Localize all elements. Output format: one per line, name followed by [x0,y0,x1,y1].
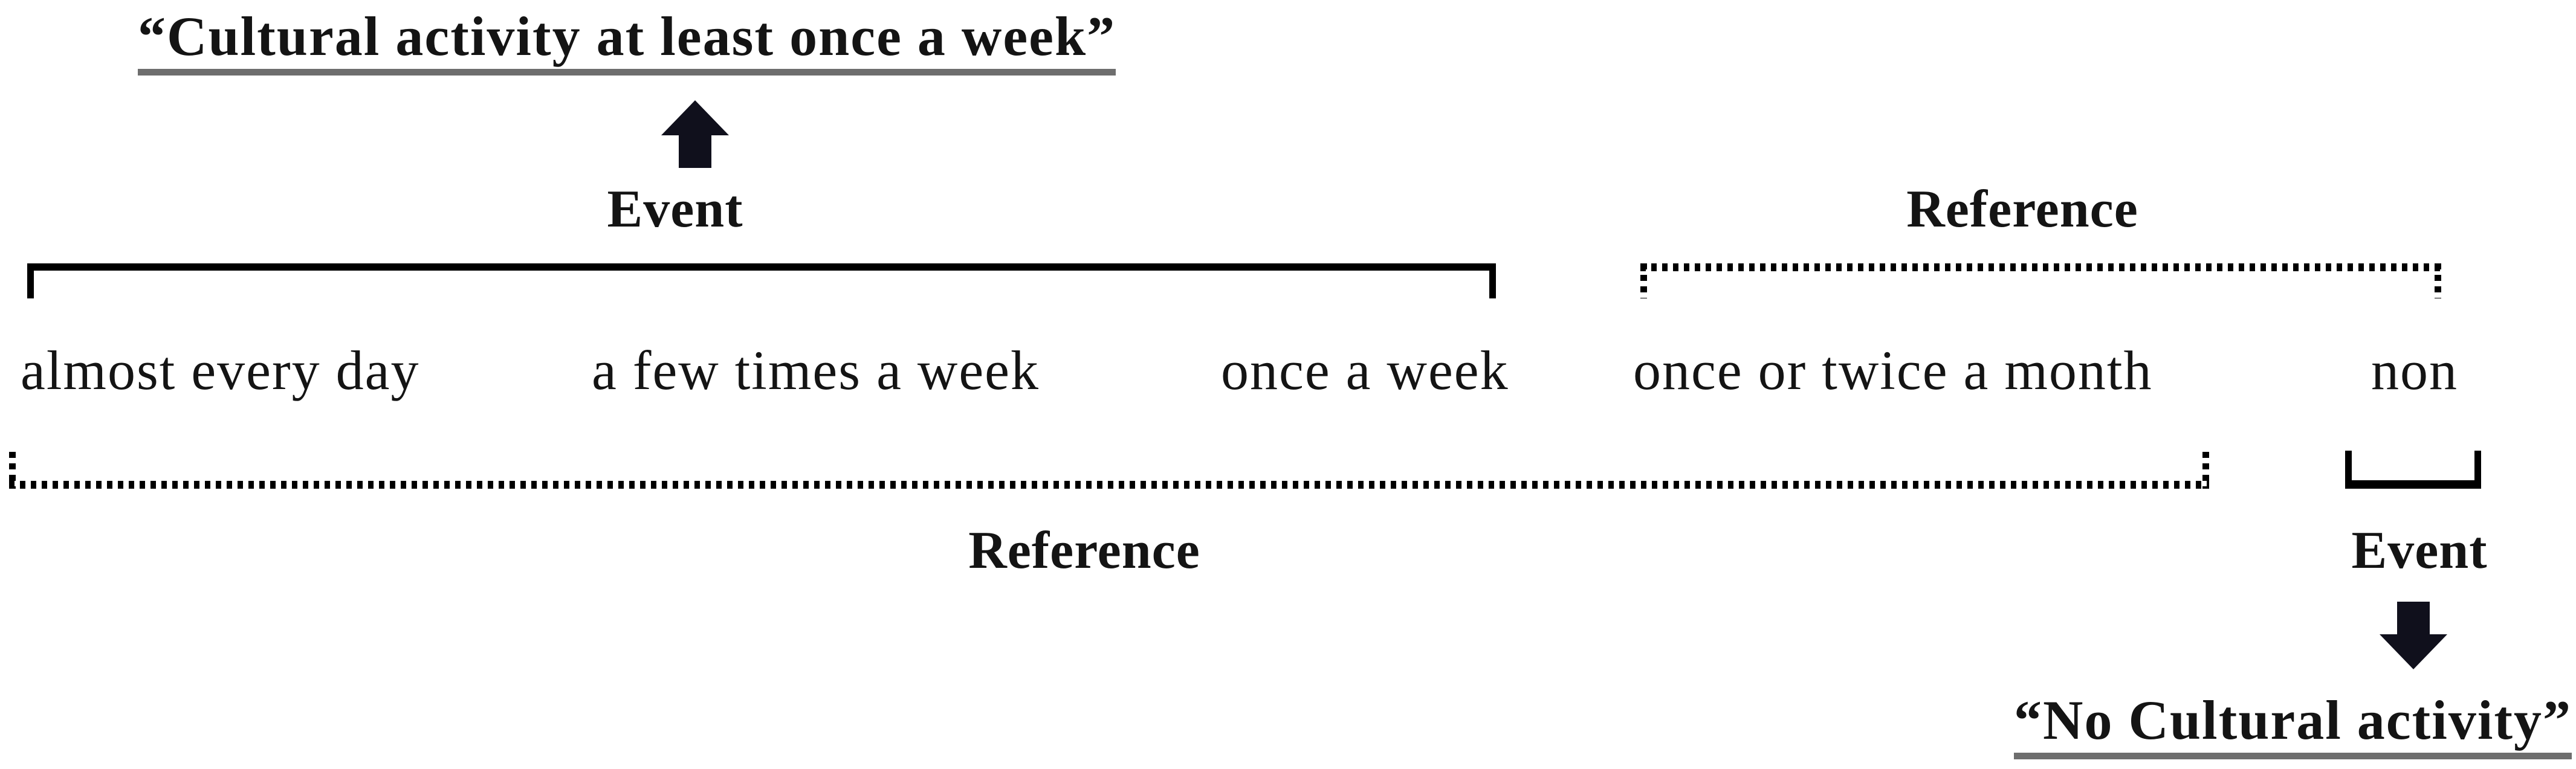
event-top-label: Event [607,180,743,239]
bottom-definition-title: “No Cultural activity” [2014,692,2572,759]
top-definition-title: “Cultural activity at least once a week” [138,8,1116,76]
up-arrow-head [661,100,729,135]
reference-bottom-bracket-left-tick [9,452,16,489]
category-non: non [2371,339,2458,401]
category-a-few-times-a-week: a few times a week [592,339,1040,401]
down-arrow-icon [2380,602,2447,669]
up-arrow-shaft [679,135,711,168]
event-top-bracket [27,263,1496,298]
reference-bottom-bracket-right-tick [2202,452,2209,489]
up-arrow-icon [661,100,729,168]
reference-top-label: Reference [1906,180,2138,239]
reference-bottom-bracket-line [9,481,2209,489]
reference-top-bracket-right-tick [2435,263,2441,298]
category-almost-every-day: almost every day [21,339,420,401]
category-once-a-week: once a week [1221,339,1509,401]
event-bottom-bracket [2345,451,2481,489]
event-bottom-label: Event [2351,521,2488,580]
down-arrow-head [2380,634,2447,669]
reference-top-bracket-left-tick [1640,263,1647,298]
reference-top-bracket [1640,263,2441,298]
category-once-or-twice-a-month: once or twice a month [1633,339,2153,401]
down-arrow-shaft [2397,602,2430,634]
reference-top-bracket-line [1640,263,2441,271]
reference-bottom-label: Reference [968,521,1200,580]
